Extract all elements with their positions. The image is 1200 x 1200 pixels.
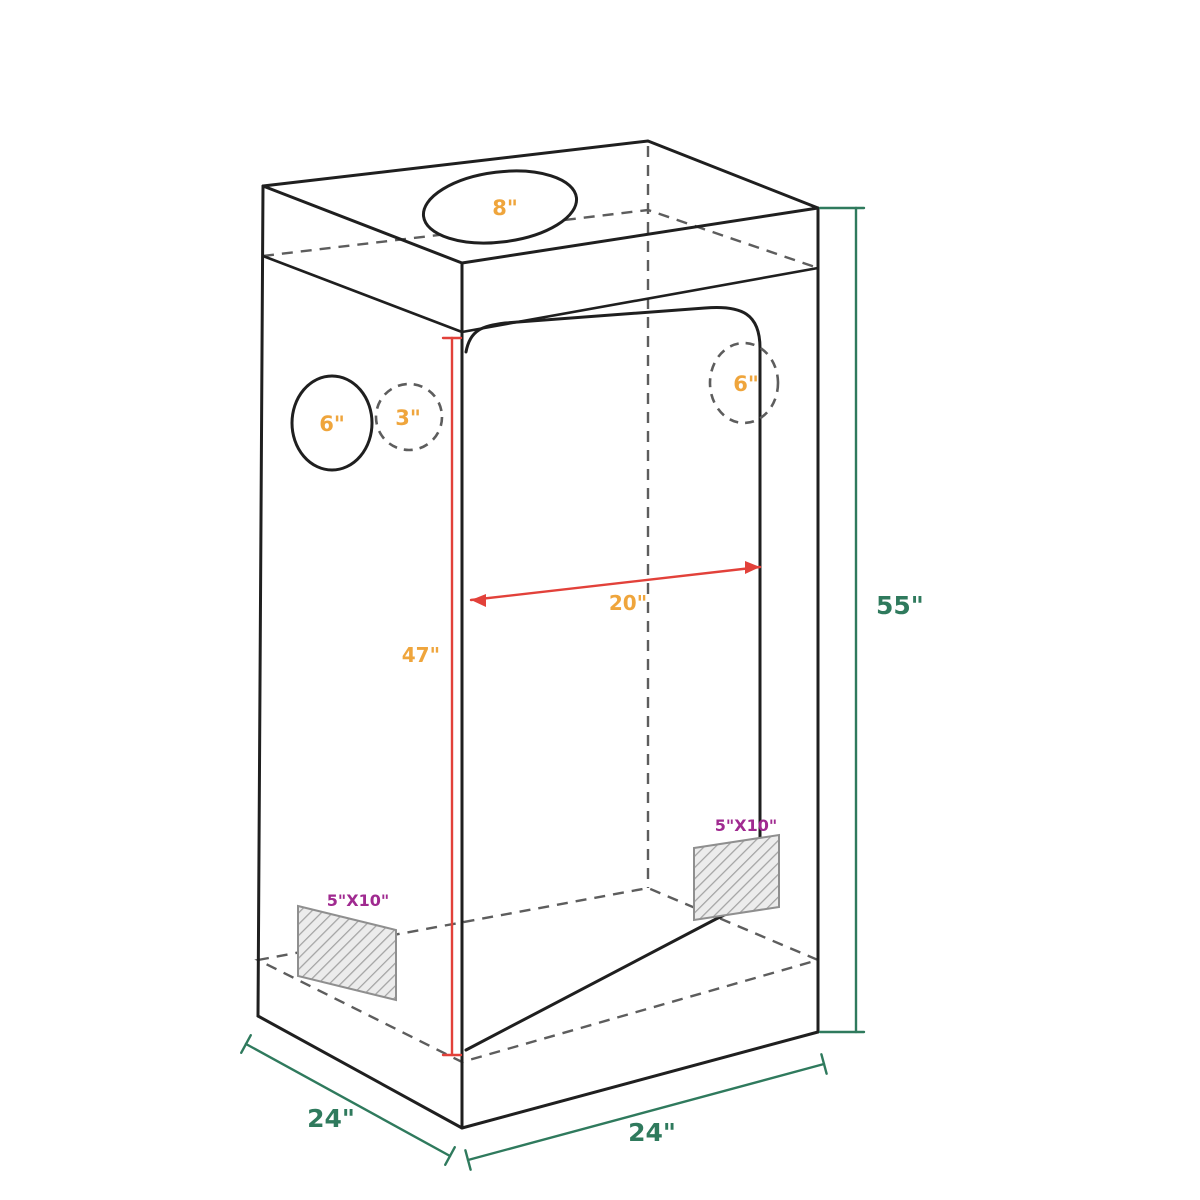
front-duct-port xyxy=(708,341,780,425)
left-mesh-vent xyxy=(297,904,397,1002)
door-width-dimension-line xyxy=(469,565,762,602)
base-depth-label: 24" xyxy=(307,1104,355,1133)
interior-dimension-lines xyxy=(441,336,762,1057)
interior-height-label: 47" xyxy=(402,643,440,667)
depth-dimension-line xyxy=(244,1042,452,1158)
mesh-vents xyxy=(297,833,780,1002)
duct-ports xyxy=(290,169,780,472)
top-duct-label: 8" xyxy=(492,196,518,220)
side-duct-port-large xyxy=(290,374,374,472)
side-duct-small-label: 3" xyxy=(395,406,421,430)
overall-height-label: 55" xyxy=(876,591,924,620)
front-duct-label: 6" xyxy=(733,372,759,396)
overall-dimension-lines xyxy=(239,206,866,1171)
hidden-edges xyxy=(254,146,822,1064)
left-vent-label: 5"X10" xyxy=(327,891,389,910)
base-width-label: 24" xyxy=(628,1118,676,1147)
right-mesh-vent xyxy=(693,833,780,922)
door-width-label: 20" xyxy=(609,591,647,615)
side-duct-port-small xyxy=(374,382,444,452)
bottom-edges xyxy=(256,1014,820,1130)
top-seam xyxy=(261,254,820,334)
door-outline xyxy=(464,305,762,1052)
door-width-arrow-right xyxy=(745,561,760,574)
depth-dim-cap-right xyxy=(444,1145,456,1167)
top-duct-port xyxy=(421,169,579,245)
side-duct-large-label: 6" xyxy=(319,412,345,436)
door-width-arrow-left xyxy=(471,594,486,607)
left-edge xyxy=(256,184,265,1018)
width-dim-cap-right xyxy=(820,1053,828,1075)
hidden-top-seam xyxy=(262,208,819,270)
depth-dim-cap-left xyxy=(239,1033,253,1055)
width-dimension-line xyxy=(466,1062,826,1162)
width-dim-cap-left xyxy=(464,1149,472,1171)
right-vent-label: 5"X10" xyxy=(715,816,777,835)
hidden-floor-outline xyxy=(254,886,822,1064)
